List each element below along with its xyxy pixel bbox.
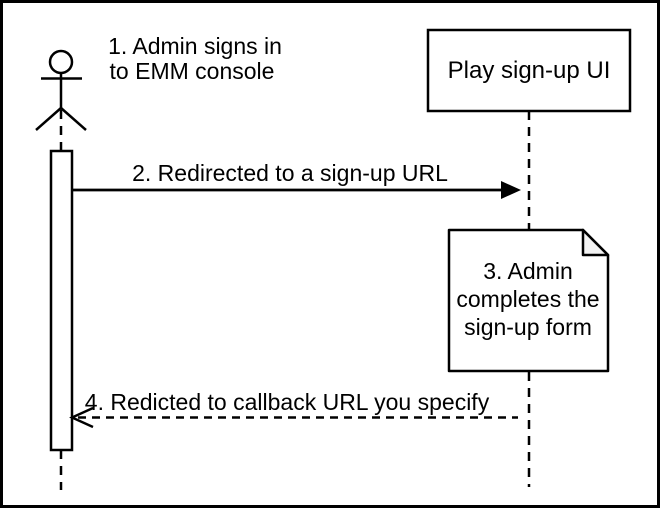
note-label-line2: completes the [456, 286, 599, 312]
actor-icon [35, 49, 87, 131]
note-fold-icon [581, 228, 610, 257]
note-label-line1: 3. Admin [483, 258, 573, 284]
note-shape [447, 228, 610, 373]
play-signup-ui-box [426, 28, 632, 113]
actor-right-leg-icon [60, 107, 87, 131]
message-2-arrowhead-icon [501, 181, 521, 199]
message-4-label: 4. Redicted to callback URL you specify [85, 389, 490, 415]
actor-label-line2: to EMM console [110, 58, 275, 84]
message-2-label: 2. Redirected to a sign-up URL [132, 160, 448, 186]
activation-bar [49, 149, 74, 452]
note-label-line3: sign-up form [464, 314, 592, 340]
play-signup-ui-label: Play sign-up UI [448, 57, 611, 84]
actor-left-leg-icon [35, 107, 62, 131]
actor-label-line1: 1. Admin signs in [108, 33, 282, 59]
message-4-arrowhead-icon [69, 406, 94, 429]
message-2-arrow [72, 181, 521, 199]
message-4-arrow [69, 406, 518, 429]
